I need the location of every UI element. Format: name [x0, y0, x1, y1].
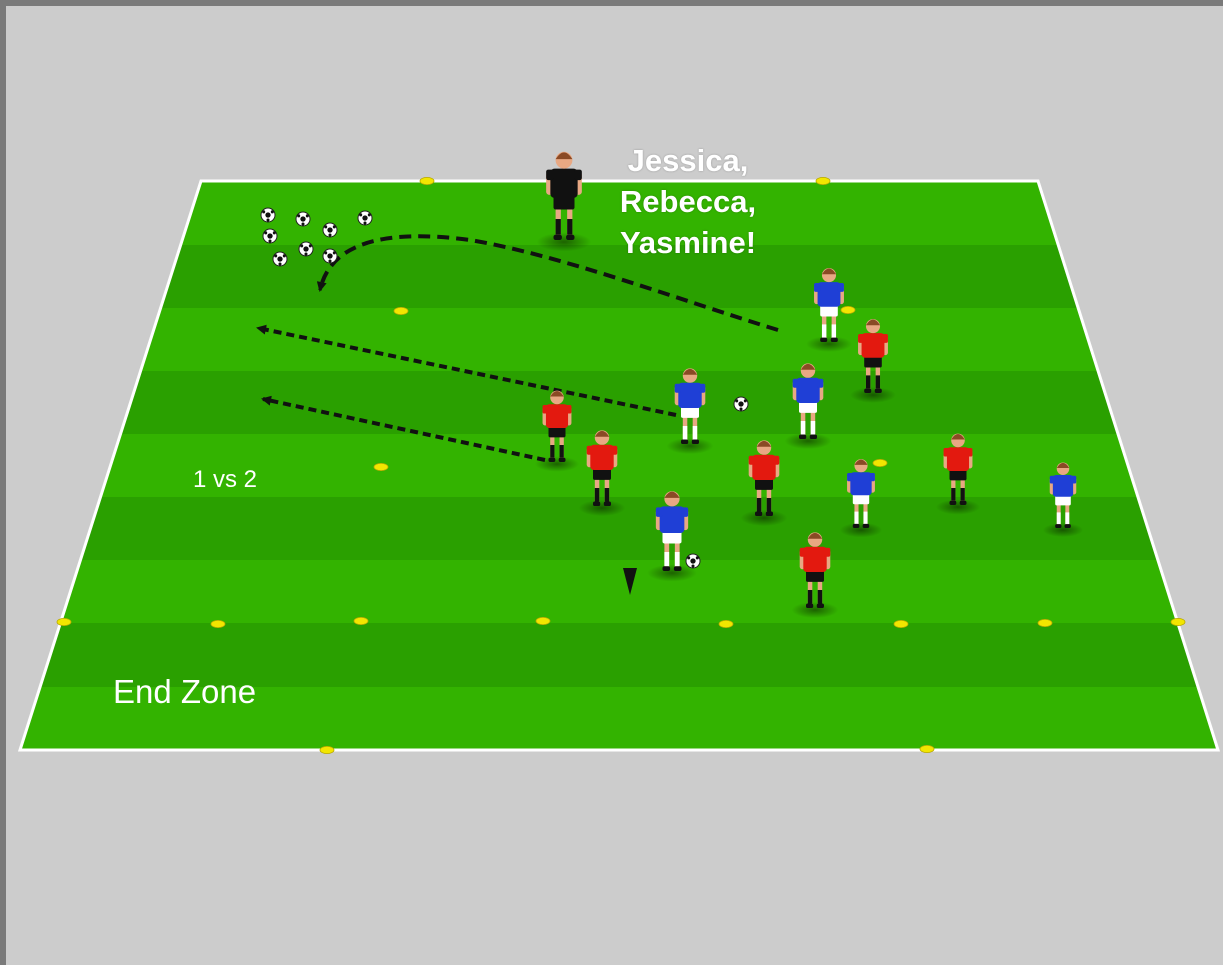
ratio-label: 1 vs 2: [193, 466, 257, 494]
cone-marker-icon: [394, 307, 408, 314]
cone-marker-icon: [374, 463, 388, 470]
cone-marker-icon: [57, 618, 71, 625]
soccer-ball-icon: [261, 208, 275, 222]
soccer-ball-icon: [273, 252, 287, 266]
soccer-ball-icon: [686, 554, 700, 568]
end-zone-label: End Zone: [113, 673, 256, 711]
soccer-ball-icon: [323, 223, 337, 237]
cone-marker-icon: [1171, 618, 1185, 625]
cone-marker-icon: [894, 620, 908, 627]
cone-marker-icon: [841, 306, 855, 313]
callout-line-1: Jessica,: [598, 140, 778, 181]
soccer-ball-icon: [299, 242, 313, 256]
soccer-ball-icon: [323, 249, 337, 263]
soccer-ball-icon: [734, 397, 748, 411]
callout-line-3: Yasmine!: [598, 222, 778, 263]
coach-callout: Jessica, Rebecca, Yasmine!: [598, 140, 778, 263]
cone-marker-icon: [719, 620, 733, 627]
cone-marker-icon: [320, 746, 334, 753]
cone-marker-icon: [211, 620, 225, 627]
callout-line-2: Rebecca,: [598, 181, 778, 222]
cone-marker-icon: [354, 617, 368, 624]
soccer-ball-icon: [358, 211, 372, 225]
pitch-stripe: [0, 308, 1223, 371]
pitch-stripe: [0, 560, 1223, 623]
cone-marker-icon: [1038, 619, 1052, 626]
cone-marker-icon: [873, 459, 887, 466]
cone-marker-icon: [920, 745, 934, 752]
cone-marker-icon: [536, 617, 550, 624]
cone-marker-icon: [816, 177, 830, 184]
cone-marker-icon: [420, 177, 434, 184]
soccer-ball-icon: [263, 229, 277, 243]
soccer-ball-icon: [296, 212, 310, 226]
